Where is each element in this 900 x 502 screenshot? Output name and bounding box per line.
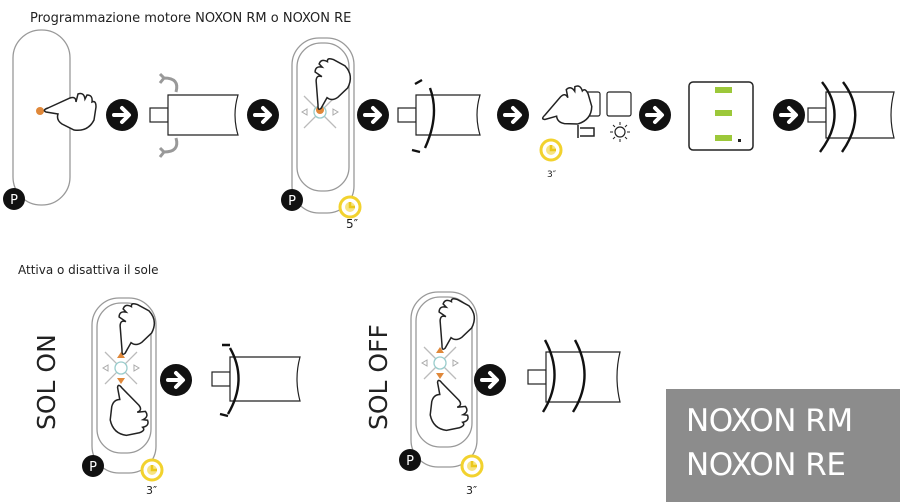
p-label: P bbox=[89, 460, 97, 475]
remote-sol-on: P 3″ bbox=[82, 297, 164, 497]
next-arrow-icon bbox=[771, 97, 807, 133]
motor-double-jog bbox=[527, 339, 621, 413]
next-arrow-icon bbox=[472, 362, 508, 398]
sol-off-label: SOL OFF bbox=[364, 324, 393, 430]
status-display bbox=[688, 81, 754, 151]
device-button-press: 3″ bbox=[534, 80, 632, 180]
timer-icon bbox=[140, 458, 164, 482]
motor-single-jog bbox=[211, 343, 301, 418]
hand-press-icon bbox=[43, 92, 97, 132]
motor-jog-grey bbox=[149, 72, 239, 158]
next-arrow-icon bbox=[245, 97, 281, 133]
motor-double-jog bbox=[807, 81, 895, 153]
timer-icon bbox=[338, 195, 362, 219]
next-arrow-icon bbox=[158, 362, 194, 398]
p-label: P bbox=[406, 454, 414, 469]
hold-time-label: 3″ bbox=[466, 484, 477, 497]
p-label: P bbox=[10, 193, 18, 208]
motor-jog-black bbox=[397, 78, 481, 154]
p-label: P bbox=[288, 194, 296, 209]
hand-press-icon bbox=[302, 54, 357, 117]
section2-title: Attiva o disattiva il sole bbox=[18, 263, 159, 277]
hold-time-label: 3″ bbox=[547, 170, 557, 180]
next-arrow-icon bbox=[637, 97, 673, 133]
next-arrow-icon bbox=[495, 97, 531, 133]
timer-icon bbox=[460, 454, 484, 478]
remote-step3: P 5″ bbox=[281, 37, 362, 231]
hold-time-label: 5″ bbox=[346, 217, 359, 231]
hand-press-icon bbox=[419, 373, 473, 437]
next-arrow-icon bbox=[355, 97, 391, 133]
remote-sol-off: P 3″ bbox=[399, 291, 484, 497]
sun-icon bbox=[610, 122, 630, 142]
timer-icon bbox=[539, 138, 563, 162]
program-button-dot bbox=[36, 107, 44, 115]
sol-on-label: SOL ON bbox=[32, 334, 61, 430]
hold-time-label: 3″ bbox=[146, 484, 157, 497]
section1-title: Programmazione motore NOXON RM o NOXON R… bbox=[30, 11, 351, 26]
product-label: NOXON RM NOXON RE bbox=[666, 389, 900, 502]
product-name-re: NOXON RE bbox=[686, 447, 846, 483]
hand-press-icon bbox=[99, 378, 153, 442]
motor-plug-icon bbox=[577, 125, 595, 138]
remote-step1: P bbox=[3, 29, 97, 210]
next-arrow-icon bbox=[104, 97, 140, 133]
product-name-rm: NOXON RM bbox=[686, 403, 853, 439]
